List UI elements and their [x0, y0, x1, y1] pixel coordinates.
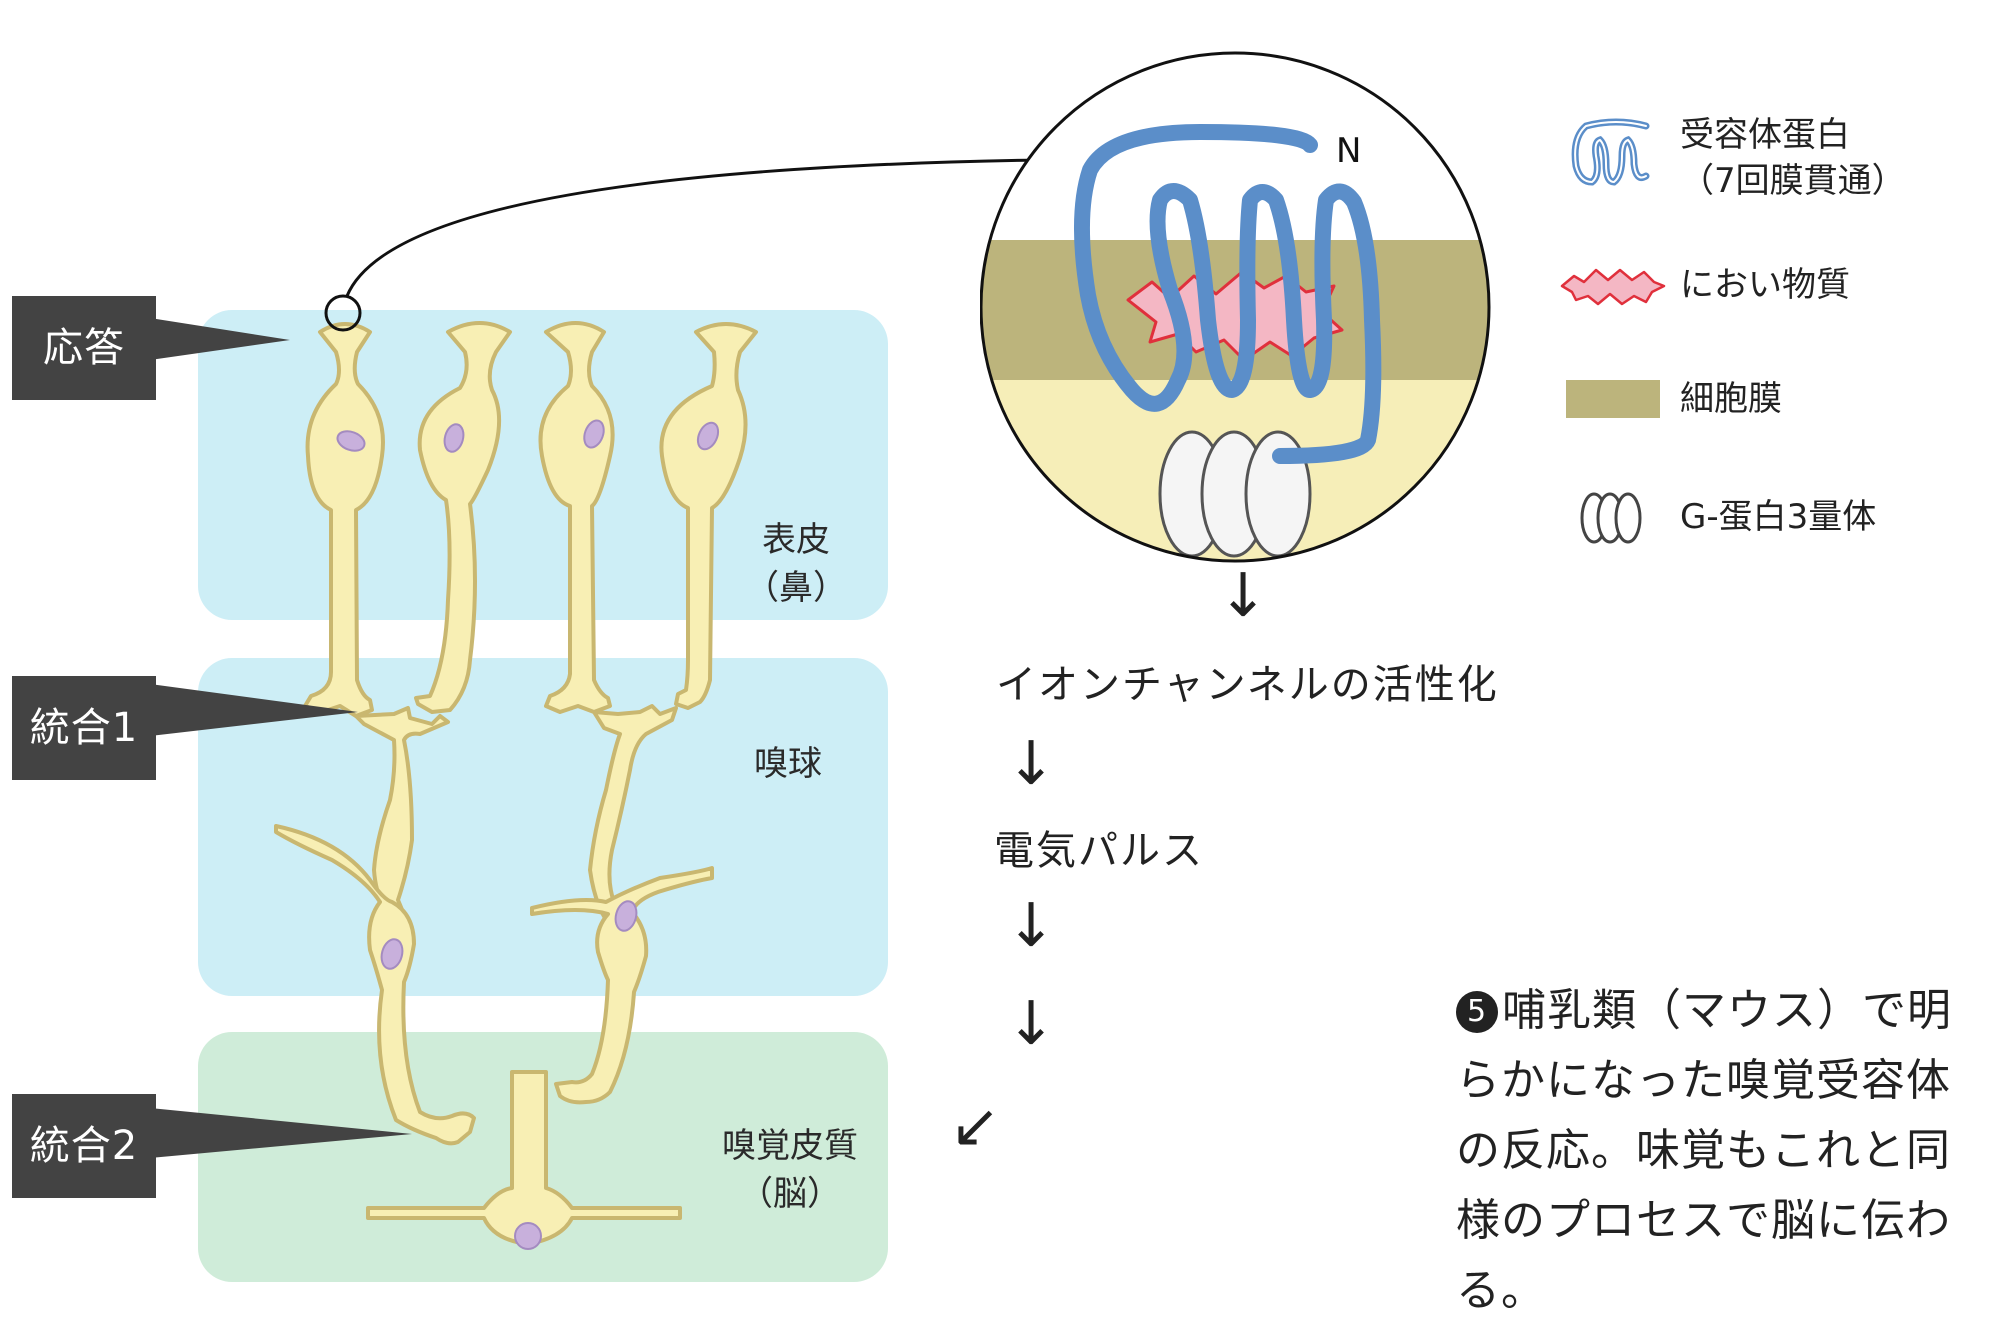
gprotein-legend-icon — [1580, 492, 1642, 544]
legend-odorant: におい物質 — [1680, 265, 1850, 305]
epidermis-label: 表皮 （鼻） — [736, 516, 856, 612]
legend-receptor-line1: 受容体蛋白 — [1680, 115, 1850, 155]
nucleus — [380, 938, 404, 970]
receptor-neuron-2 — [414, 321, 512, 714]
receptor-legend-icon — [1571, 118, 1650, 186]
arrow-down-4: ↓ — [1006, 989, 1057, 1059]
tag-integration1: 統合1 — [12, 676, 156, 780]
membrane-legend-swatch — [1566, 380, 1660, 418]
nucleus — [443, 423, 465, 453]
receptor-protein — [1074, 124, 1382, 464]
receptor-neuron-4 — [659, 322, 758, 710]
legend-receptor-line2: （7回膜貫通） — [1680, 161, 1906, 201]
tag-integration2: 統合2 — [12, 1094, 156, 1198]
bulb-label: 嗅球 — [754, 744, 822, 784]
arrow-diagonal: ↙ — [950, 1091, 1001, 1161]
arrow-down-1: ↓ — [1218, 561, 1269, 631]
arrow-down-2: ↓ — [1006, 729, 1057, 799]
receptor-neuron-1 — [303, 322, 385, 718]
tag-response: 応答 — [12, 296, 156, 400]
receptor-inset: N — [980, 51, 1491, 563]
epidermis-label-line2: （鼻） — [745, 568, 847, 608]
odorant-legend-icon — [1560, 268, 1666, 306]
cortex-label: 嗅覚皮質 （脳） — [690, 1122, 890, 1218]
tag-pointer-integration1 — [150, 684, 358, 736]
tag-pointer-integration2 — [150, 1108, 412, 1158]
nucleus — [336, 430, 366, 452]
mitral-cell-left — [274, 824, 476, 1146]
mitral-dendrite-left — [354, 706, 450, 922]
cortex-label-line1: 嗅覚皮質 — [722, 1126, 858, 1166]
nucleus — [583, 419, 605, 449]
mitral-cell-right — [530, 866, 714, 1105]
epidermis-label-line1: 表皮 — [762, 520, 830, 560]
arrow-down-3: ↓ — [1006, 891, 1057, 961]
legend-membrane: 細胞膜 — [1680, 379, 1782, 419]
nucleus — [614, 900, 638, 932]
connector-line — [345, 158, 1041, 297]
flow-step-electric-pulse: 電気パルス — [994, 828, 1204, 874]
cortex-label-line2: （脳） — [739, 1174, 841, 1214]
n-terminal-label: N — [1336, 131, 1361, 171]
legend-gprotein: G-蛋白3量体 — [1680, 497, 1877, 537]
caption-text: 哺乳類（マウス）で明らかになった嗅覚受容体の反応。味覚もこれと同様のプロセスで脳… — [1456, 985, 1952, 1316]
tag-pointer-response — [150, 318, 290, 360]
caption-number-badge: 5 — [1456, 991, 1498, 1033]
flow-step-ion-channel: イオンチャンネルの活性化 — [996, 662, 1499, 708]
highlight-circle — [324, 294, 362, 332]
receptor-neuron-3 — [538, 321, 615, 714]
nucleus — [696, 421, 720, 451]
nucleus — [514, 1222, 542, 1250]
legend-receptor: 受容体蛋白 （7回膜貫通） — [1680, 112, 1906, 204]
